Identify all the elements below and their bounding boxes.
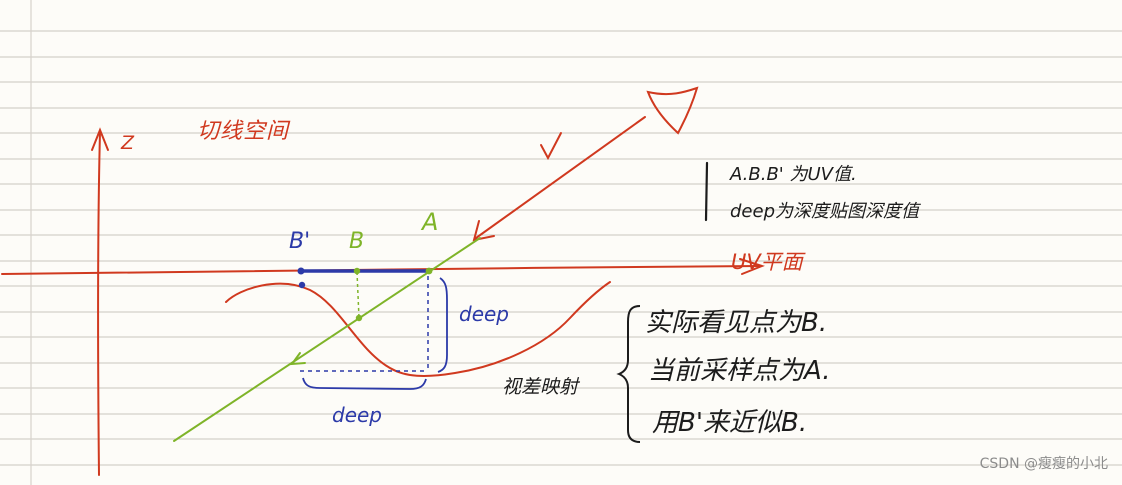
uv-plane-label: UV平面 [731, 250, 803, 274]
space-title: 切线空间 [197, 119, 290, 144]
notes-bar [704, 161, 709, 222]
notes-curly-brace [616, 305, 641, 443]
note-actual-seen-point: 实际看见点为B. [645, 308, 828, 338]
point-b-dot [353, 267, 361, 275]
note-uv-values: A.B.B' 为UV值. [730, 164, 857, 185]
z-axis [91, 127, 109, 476]
point-b-prime-low-dot [298, 281, 306, 289]
point-b-prime-dot [297, 267, 305, 275]
parallax-mapping-label: 视差映射 [502, 376, 579, 398]
depth-guides [300, 276, 429, 372]
point-a-dot [425, 267, 433, 275]
note-current-sample-point: 当前采样点为A. [648, 356, 831, 386]
depth-brace-vertical [437, 277, 448, 373]
point-a-label: A [422, 208, 439, 236]
point-b-label: B [349, 229, 365, 254]
intersection-dot [355, 314, 363, 322]
depth-brace-horizontal [302, 377, 427, 390]
deep-vertical-label: deep [459, 302, 509, 326]
z-axis-label: Z [121, 132, 135, 154]
watermark: CSDN @瘦瘦的小北 [979, 456, 1108, 472]
deep-horizontal-label: deep [332, 403, 382, 427]
note-deep-definition: deep为深度贴图深度值 [730, 201, 919, 222]
note-approximation: 用B'来近似B. [652, 408, 808, 438]
ruled-lines [0, 30, 1122, 466]
b-projection [356, 271, 360, 319]
point-b-prime-label: B' [289, 229, 311, 254]
eye-icon [646, 86, 699, 135]
green-ray [173, 237, 481, 442]
view-vector [472, 116, 646, 242]
height-curve [225, 281, 611, 377]
